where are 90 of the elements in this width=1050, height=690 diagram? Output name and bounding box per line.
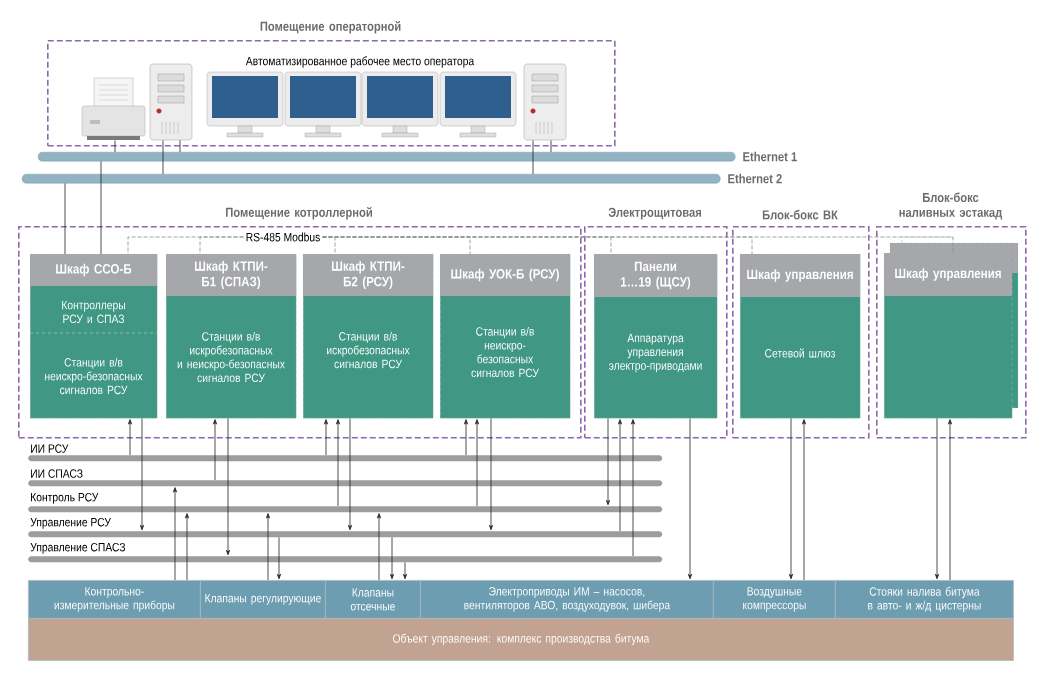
bus-label: Управление СПАСЗ [30,542,125,554]
cabinet-text: Сетевой шлюз [765,348,835,358]
server-drawing [523,63,567,141]
room-title: Помещение котроллерной [226,207,372,220]
room-frame [732,209,870,439]
arrow [324,419,328,456]
arrow [606,418,610,506]
connector-line [322,236,954,254]
bus-label: Ethernet 2 [728,173,782,184]
signal-bus [28,492,663,513]
signal-bus [28,542,663,563]
cabinet [594,254,718,419]
cabinet [29,254,158,419]
cabinet-text: Аппаратура управления электро-приводами [608,333,702,373]
arrow [128,419,132,456]
cabinet-title: Шкаф ССО-Б [56,263,132,277]
signal-bus [28,469,663,487]
room-frame [584,207,728,439]
cabinet [884,253,1013,419]
connector-line [64,183,66,255]
ethernet-bus [38,151,797,162]
room-frame [47,21,616,147]
caption-text: Автоматизированное рабочее место оператора [245,56,475,68]
connector-line [162,140,164,175]
field-device-cell: Воздушные компрессоры [713,580,836,619]
room-title: Блок-бокс ВК [762,209,838,220]
ethernet-bus [22,173,782,184]
cabinet-text: Станции в/в неискро-безопасных сигналов РСУ [471,326,539,378]
bus-label: Ethernet 1 [743,151,797,162]
signal-bus [28,444,663,462]
cabinet-title: Шкаф КТПИ-Б2 (РСУ) [332,260,405,290]
cabinet-text: Станции в/в искробезопасных сигналов РСУ [327,331,410,369]
room-frame [876,192,1027,439]
arrow [948,419,952,581]
arrow [140,418,144,531]
room-title: Помещение операторной [260,21,401,34]
connector-line [199,236,244,255]
connector-line [114,140,116,153]
arrow [935,418,939,580]
connector-line [179,140,181,153]
cabinet-text: Станции в/в неискро-безопасных сигналов РСУ [45,357,143,395]
cabinet-title: Шкаф управления [895,268,1001,281]
arrow [266,513,270,581]
connector-line [532,140,534,175]
bus-label: RS-485 Modbus [243,230,323,244]
arrow [390,537,394,580]
cabinet-title: Шкаф управления [747,269,853,282]
arrow [336,419,340,507]
bus-label: Контроль РСУ [31,492,99,504]
arrow [802,419,806,581]
arrow [403,562,407,580]
field-device-cell: Стояки налива битума в авто- и ж/д цистерны [835,580,1014,619]
arrow [185,513,189,581]
arrow [489,418,493,531]
cabinet [440,254,571,419]
arrow [377,513,381,581]
connector-line [100,161,102,255]
field-device-cell: Контрольно-измерительные приборы [28,580,201,619]
arrow [688,418,692,580]
field-device-cell: Клапаны регулирующие [200,580,326,619]
field-device-cell: Клапаны отсечные [325,580,421,619]
cabinet-title: Шкаф КТПИ-Б1 (СПАЗ) [195,260,268,290]
room-title: Электрощитовая [608,207,701,220]
server-drawing [149,63,193,141]
arrow [631,419,635,557]
cabinet-text: Станции в/в искробезопасных и неискро-безопасных сигналов РСУ [177,331,285,383]
connector-line [550,140,552,153]
cabinet-title: Панели 1…19 (ЩСУ) [621,261,691,290]
cabinet-title: Шкаф УОК-Б (РСУ) [451,268,559,282]
object-band: Объект управления: комплекс производства битума [28,618,1014,661]
arrow [277,537,281,580]
bus-label: Управление РСУ [30,517,111,529]
arrow [789,418,793,580]
arrow [173,487,177,581]
arrow [213,419,217,481]
cabinet [740,254,861,419]
room-title: Блок-бокс наливных эстакад [899,192,1003,220]
arrow [475,419,479,507]
bus-label: ИИ РСУ [31,444,69,453]
printer-drawing [81,77,146,140]
bus-label: ИИ СПАСЗ [31,469,83,478]
arrow [348,418,352,531]
arrow [226,418,230,556]
cabinet-text: Контроллеры РСУ и СПАЗ [62,300,125,324]
arrow [618,419,622,532]
signal-bus [28,517,663,538]
arrow [464,419,468,456]
cabinet [166,254,297,419]
cabinet [303,254,434,419]
room-frame [18,207,582,439]
